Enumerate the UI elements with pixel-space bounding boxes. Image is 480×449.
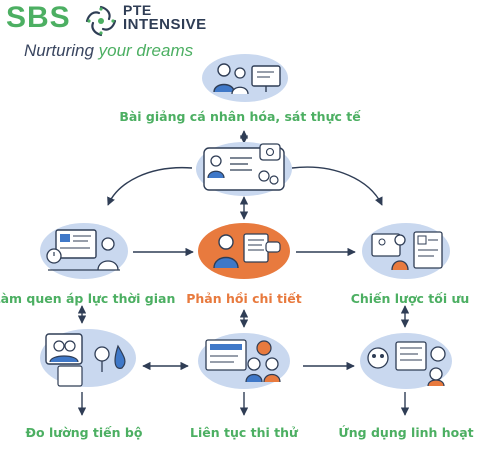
label-detailed-feedback: Phản hồi chi tiết (186, 291, 302, 306)
arrow-hub-strategy (291, 166, 383, 206)
logo-line-pte: PTE (123, 2, 152, 18)
label-optimal-strategy: Chiến lược tối ưu (350, 291, 470, 306)
application-icon (360, 333, 452, 389)
mock-test-icon (198, 333, 290, 389)
brand-name: SBS (6, 1, 71, 34)
label-flexible-application: Ứng dụng linh hoạt (338, 425, 474, 440)
label-time-pressure: Làm quen áp lực thời gian (0, 291, 176, 306)
tagline-part1: Nurturing (24, 41, 99, 60)
teacher-students-icon (202, 54, 288, 102)
progress-icon (40, 329, 136, 387)
label-measure-progress: Đo lường tiến bộ (25, 425, 143, 440)
tagline-part2: your dreams (98, 41, 194, 60)
tagline: Nurturing your dreams (24, 41, 193, 61)
dashboard-icon (196, 142, 292, 196)
arrow-hub-time (107, 166, 193, 206)
strategy-icon (362, 223, 450, 279)
feedback-icon (198, 223, 290, 279)
label-personalized-lessons: Bài giảng cá nhân hóa, sát thực tế (119, 109, 361, 124)
student-computer-icon (40, 223, 128, 279)
label-continuous-mock-tests: Liên tục thi thử (190, 425, 298, 440)
pte-logo-icon (85, 5, 117, 37)
logo-line-intensive: INTENSIVE (123, 16, 207, 33)
